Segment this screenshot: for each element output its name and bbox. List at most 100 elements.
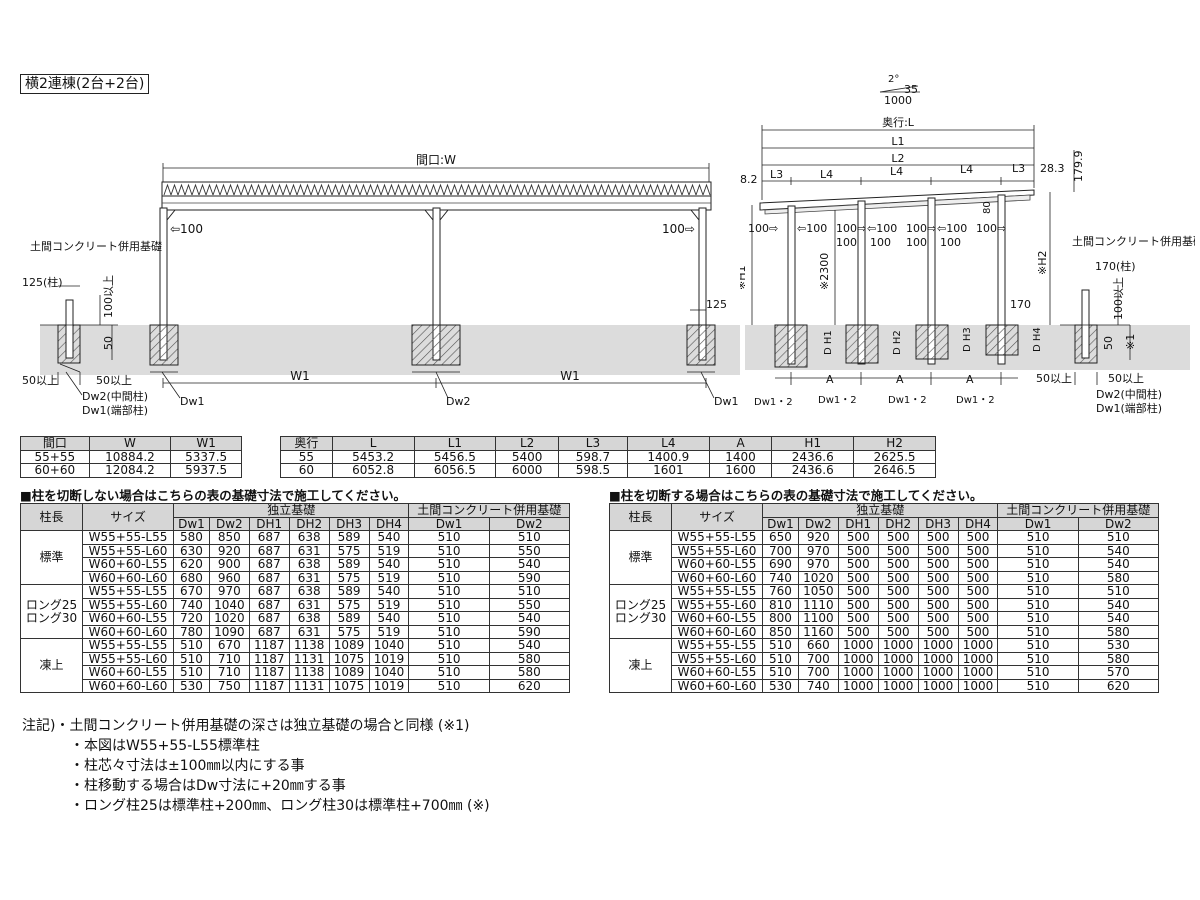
table-cell: 700: [797, 665, 839, 680]
slope-indicator: [879, 85, 920, 93]
table-cell: 970: [208, 584, 250, 599]
table-cell: 700: [797, 651, 839, 666]
sub-header: DH4: [957, 516, 999, 531]
table-cell: 510: [997, 530, 1079, 545]
front-dimensions: [40, 163, 715, 399]
table-cell: 680: [173, 570, 210, 585]
table-cell: 687: [248, 597, 290, 612]
table-cell: 1000: [837, 665, 879, 680]
width-table-header: W1: [170, 436, 242, 451]
table-cell: 500: [917, 611, 959, 626]
table-cell: 510: [997, 570, 1079, 585]
table-cell: 670: [208, 638, 250, 653]
table-cell: 1000: [957, 678, 999, 693]
table-cell: 519: [368, 543, 410, 558]
table-cell: 1089: [328, 665, 370, 680]
ground-side: [745, 325, 1190, 370]
table-cell: 1400.9: [626, 449, 710, 464]
front-50-up-b: 50以上: [96, 374, 132, 387]
table-cell: 1000: [837, 638, 879, 653]
table-cell: 1000: [837, 651, 879, 666]
col-concrete-header: 土間コンクリート併用基礎: [997, 503, 1159, 518]
depth-table-header: L2: [495, 436, 559, 451]
dw12-label-2: Dw1・2: [818, 395, 857, 406]
side-50-up-b: 50以上: [1108, 372, 1144, 385]
table-cell: 1138: [288, 665, 330, 680]
table-cell: W55+55-L55: [670, 530, 764, 545]
table-cell: W55+55-L60: [670, 651, 764, 666]
table-cell: 1600: [708, 463, 773, 478]
group-label: 標準: [20, 530, 83, 585]
sub-header: DH1: [837, 516, 879, 531]
side-100-a: 100: [836, 236, 857, 249]
table-cell: 1000: [957, 665, 999, 680]
table-cell: 500: [837, 611, 879, 626]
sub-header: DH2: [877, 516, 919, 531]
table-cell: 500: [957, 570, 999, 585]
table-cell: 589: [328, 584, 370, 599]
table-cell: 12084.2: [88, 463, 172, 478]
table-cell: 2646.5: [853, 463, 936, 478]
table-cell: 620: [488, 678, 571, 693]
front-dw1-b: Dw1: [714, 395, 738, 408]
table-cell: 1187: [248, 678, 290, 693]
table-cell: 1187: [248, 665, 290, 680]
table-cell: W55+55-L55: [81, 638, 175, 653]
table-cell: W60+60-L60: [81, 570, 175, 585]
dh1-label: D H1: [823, 330, 834, 355]
table-cell: 540: [368, 584, 410, 599]
group-label: 凍上: [20, 638, 83, 693]
table-cell: W55+55-L55: [670, 638, 764, 653]
table-cell: 519: [368, 570, 410, 585]
table-cell: 510: [173, 665, 210, 680]
table-cell: 510: [408, 611, 490, 626]
slope-deg: 2°: [888, 74, 899, 85]
table-cell: 598.5: [557, 463, 628, 478]
sub-header: Dw2: [1077, 516, 1160, 531]
table-cell: W55+55-L60: [81, 651, 175, 666]
table-cell: W60+60-L60: [670, 624, 764, 639]
table-cell: 500: [917, 584, 959, 599]
table-cell: 589: [328, 530, 370, 545]
depth-table-header: 奥行: [280, 436, 333, 451]
table-cell: 1019: [368, 678, 410, 693]
note-line: ・柱芯々寸法は±100㎜以内にする事: [70, 758, 305, 774]
table-cell: 970: [797, 543, 839, 558]
table-cell: 1000: [877, 665, 919, 680]
table-cell: 510: [408, 597, 490, 612]
table-cell: 510: [1077, 584, 1160, 599]
table-cell: 620: [173, 557, 210, 572]
table-cell: W55+55-L55: [81, 530, 175, 545]
table-cell: 5337.5: [170, 449, 242, 464]
col-length-header: 柱長: [609, 503, 672, 531]
table-cell: 5453.2: [331, 449, 415, 464]
sub-header: Dw2: [208, 516, 250, 531]
table-cell: 500: [877, 611, 919, 626]
table-cell: 510: [408, 651, 490, 666]
table-cell: 6056.5: [413, 463, 497, 478]
table-cell: 510: [488, 530, 571, 545]
table-cell: 1000: [877, 651, 919, 666]
sub-header: DH3: [328, 516, 370, 531]
table-cell: 1075: [328, 678, 370, 693]
table-cell: 589: [328, 557, 370, 572]
table-cell: 687: [248, 530, 290, 545]
table-cell: 500: [957, 543, 999, 558]
table-cell: 900: [208, 557, 250, 572]
side-posts: [787, 194, 1006, 365]
width-table-header: W: [88, 436, 172, 451]
table-cell: 687: [248, 584, 290, 599]
left-100-label: ⇦100: [170, 222, 203, 236]
table-cell: 510: [997, 624, 1079, 639]
table-cell: 631: [288, 570, 330, 585]
table-cell: 6000: [495, 463, 559, 478]
sub-header: DH4: [368, 516, 410, 531]
